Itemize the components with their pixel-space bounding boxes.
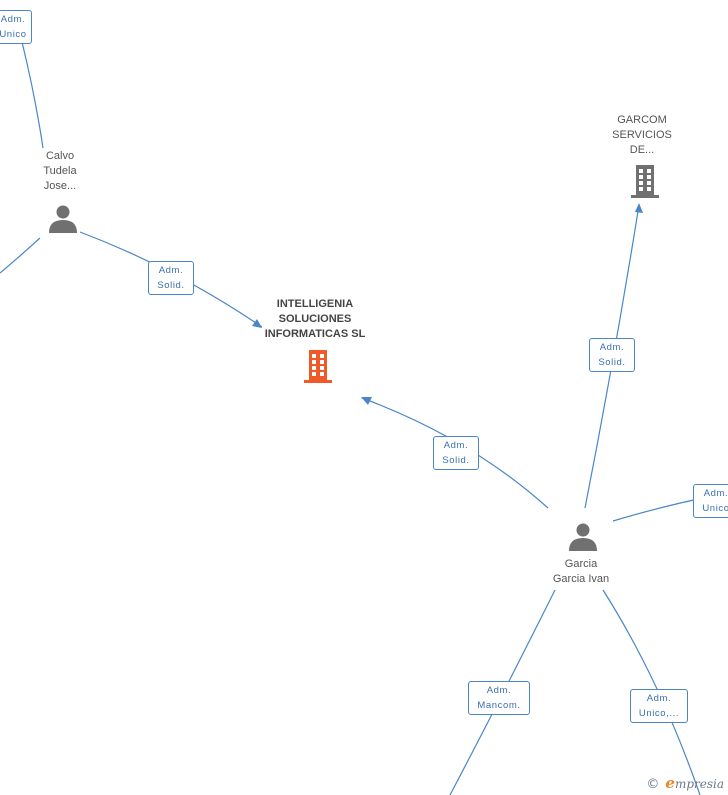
garcom-company-label[interactable]: GARCOM SERVICIOS DE... xyxy=(612,114,672,156)
empresia-logo-initial: e xyxy=(665,774,675,792)
edge-garcia-right xyxy=(612,497,704,522)
role-badge-garcia-unico: Adm. Unico,... xyxy=(630,689,688,723)
building-icon-garcom[interactable] xyxy=(629,163,661,199)
role-badge-garcia-garcom: Adm. Solid. xyxy=(589,338,635,372)
edge-garcia-unico xyxy=(602,589,701,795)
person-icon-calvo[interactable] xyxy=(48,204,78,234)
building-shape xyxy=(631,165,659,198)
copyright-symbol: © xyxy=(646,777,660,792)
edge-calvo-left xyxy=(0,237,41,274)
role-badge-garcia-right: Adm. Unico xyxy=(693,484,728,518)
person-icon-garcia[interactable] xyxy=(568,522,598,552)
building-icon-main-company[interactable] xyxy=(302,348,334,384)
arrow-garcia-main xyxy=(361,397,372,405)
person-shape xyxy=(569,523,597,551)
person-shape xyxy=(49,205,77,233)
empresia-watermark: © empresia xyxy=(646,774,724,792)
main-company-label[interactable]: INTELLIGENIA SOLUCIONES INFORMATICAS SL xyxy=(264,298,366,340)
garcia-person-label[interactable]: Garcia Garcia Ivan xyxy=(552,558,610,585)
role-badge-calvo-main: Adm. Solid. xyxy=(148,261,194,295)
role-badge-garcia-mancom: Adm. Mancom. xyxy=(468,681,530,715)
calvo-person-label[interactable]: Calvo Tudela Jose... xyxy=(43,150,77,192)
building-shape xyxy=(304,350,332,383)
arrow-calvo-main xyxy=(252,319,262,328)
role-badge-top-left: Adm. Unico xyxy=(0,10,32,44)
arrow-garcia-garcom xyxy=(635,203,643,213)
edge-top-left xyxy=(21,41,44,149)
empresia-logo-text: mpresia xyxy=(674,777,724,791)
role-badge-garcia-main: Adm. Solid. xyxy=(433,436,479,470)
